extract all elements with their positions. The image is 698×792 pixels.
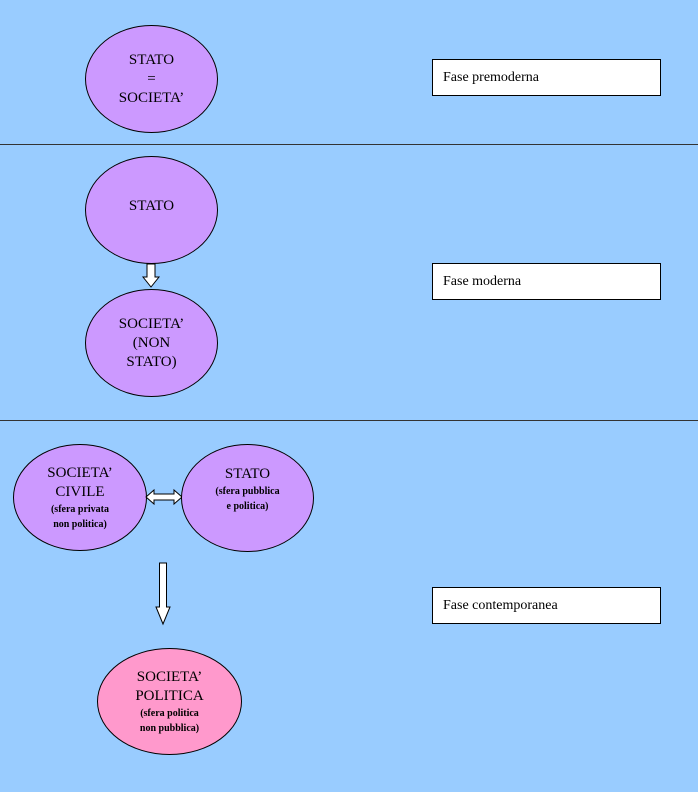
ellipse-line: STATO: [128, 51, 175, 68]
section-divider-1: [0, 144, 698, 145]
ellipse-subline: e politica): [226, 501, 269, 512]
ellipse-subline: (sfera pubblica: [215, 486, 280, 497]
fase-contemporanea-label: Fase contemporanea: [432, 587, 661, 624]
ellipse-line: CIVILE: [55, 483, 105, 500]
fase-moderna-label: Fase moderna: [432, 263, 661, 300]
double-arrow-icon: [145, 488, 183, 506]
ellipse-subline: non pubblica): [139, 722, 200, 734]
section-divider-2: [0, 420, 698, 421]
stato-ellipse: STATO: [85, 156, 218, 264]
stato-societa-ellipse: STATO = SOCIETA’: [85, 25, 218, 133]
ellipse-line: STATO): [126, 353, 177, 370]
ellipse-subline: (sfera privata: [50, 503, 110, 515]
ellipse-line: (NON: [132, 334, 171, 351]
ellipse-line: SOCIETA’: [118, 89, 185, 106]
ellipse-line: SOCIETA’: [47, 464, 113, 481]
down-arrow-icon: [141, 263, 161, 288]
societa-politica-ellipse: SOCIETA’ POLITICA (sfera politica non pu…: [97, 648, 242, 755]
ellipse-subline: (sfera politica: [140, 707, 199, 719]
societa-non-stato-ellipse: SOCIETA’ (NON STATO): [85, 289, 218, 397]
down-arrow-icon: [155, 562, 171, 626]
ellipse-line: =: [147, 70, 156, 87]
ellipse-line: SOCIETA’: [118, 315, 185, 332]
societa-civile-ellipse: SOCIETA’ CIVILE (sfera privata non polit…: [13, 444, 147, 551]
ellipse-subline: non politica): [53, 518, 107, 530]
fase-premoderna-label: Fase premoderna: [432, 59, 661, 96]
ellipse-line: SOCIETA’: [136, 668, 203, 685]
ellipse-line: POLITICA: [135, 687, 204, 704]
stato-pubblica-ellipse: STATO (sfera pubblica e politica): [181, 444, 314, 552]
ellipse-line: STATO: [128, 198, 175, 214]
ellipse-line: STATO: [224, 466, 271, 482]
